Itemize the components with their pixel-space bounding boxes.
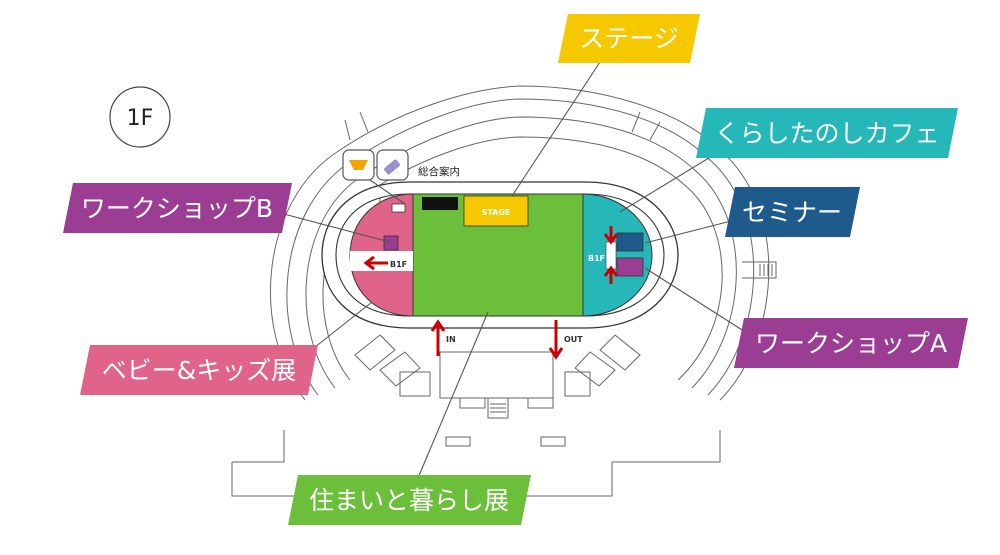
baby-kids-callout[interactable]: ベビー&キッズ展 — [80, 345, 318, 395]
floor-badge — [109, 86, 171, 148]
entrance-arrows — [363, 226, 619, 360]
diaper-icon — [342, 149, 375, 181]
b1f-stair-right — [605, 241, 617, 270]
svg-text:ベビー&キッズ展: ベビー&キッズ展 — [102, 356, 297, 385]
svg-text:セミナー: セミナー — [742, 198, 842, 227]
out-label: OUT — [564, 335, 583, 344]
small-room — [391, 203, 406, 213]
b1f-left-label: B1F — [390, 260, 407, 269]
stage-callout[interactable]: ステージ — [558, 14, 700, 63]
seminar-zone[interactable] — [616, 232, 644, 252]
workshop-a-callout[interactable]: ワークショップA — [734, 318, 968, 368]
seminar-callout[interactable]: セミナー — [725, 187, 860, 237]
workshop-b-callout[interactable]: ワークショップB — [63, 183, 292, 233]
svg-text:ワークショップA: ワークショップA — [755, 329, 947, 358]
b1f-right-label: B1F — [588, 254, 605, 263]
baby-bottle-icon — [376, 149, 409, 181]
stage-block[interactable] — [463, 195, 529, 227]
svg-text:ステージ: ステージ — [579, 24, 679, 53]
svg-text:住まいと暮らし展: 住まいと暮らし展 — [309, 486, 509, 515]
floor-label: 1F — [127, 106, 154, 131]
cafe-zone[interactable] — [582, 193, 653, 317]
svg-text:くらしたのしカフェ: くらしたのしカフェ — [714, 119, 939, 148]
housing-callout[interactable]: 住まいと暮らし展 — [288, 475, 531, 525]
info-desk-label: 総合案内 — [418, 165, 460, 178]
stage-label-small: STAGE — [482, 208, 511, 217]
b1f-stair-left — [350, 251, 413, 271]
in-label: IN — [446, 335, 456, 344]
info-desk[interactable] — [422, 197, 458, 210]
workshop-a-zone[interactable] — [616, 257, 644, 277]
cafe-callout[interactable]: くらしたのしカフェ — [696, 108, 958, 158]
svg-text:ワークショップB: ワークショップB — [81, 194, 273, 223]
workshop-b-zone[interactable] — [383, 235, 399, 251]
stadium-outline — [231, 85, 777, 497]
